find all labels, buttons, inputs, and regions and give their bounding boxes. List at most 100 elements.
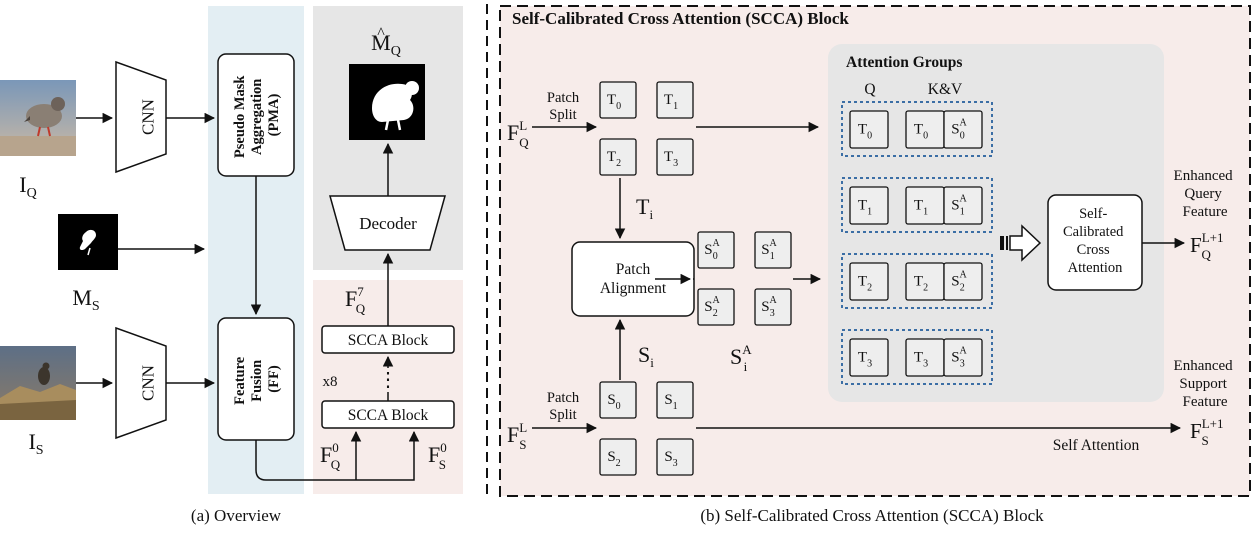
s-token-3: S3 bbox=[656, 438, 694, 476]
cnn-query bbox=[115, 60, 167, 174]
attention-group-3 bbox=[841, 329, 993, 385]
svg-text:T2: T2 bbox=[607, 149, 621, 169]
caption-b: (b) Self-Calibrated Cross Attention (SCC… bbox=[700, 506, 1044, 525]
group-0-key-token: T0 bbox=[905, 110, 945, 149]
svg-text:S2: S2 bbox=[607, 449, 620, 469]
self-attention-label: Self Attention bbox=[1053, 437, 1140, 454]
cnn-support bbox=[115, 326, 167, 440]
scca-arrows bbox=[532, 121, 1186, 434]
iq-label: IQ bbox=[19, 172, 36, 201]
scca-block-bottom-label: SCCA Block bbox=[348, 407, 429, 424]
svg-text:SA0: SA0 bbox=[951, 118, 967, 142]
t-token-3: T3 bbox=[656, 138, 694, 176]
svg-text:T3: T3 bbox=[664, 149, 678, 169]
si-label: Si bbox=[638, 342, 654, 370]
group-2-query-token: T2 bbox=[849, 262, 889, 301]
cnn-top-label: CNN bbox=[139, 99, 158, 135]
svg-text:^: ^ bbox=[377, 25, 385, 42]
s-token-2: S2 bbox=[599, 438, 637, 476]
cnn-bottom-label: CNN bbox=[139, 365, 158, 401]
scca-block-top-label: SCCA Block bbox=[348, 332, 429, 349]
svg-text:T0: T0 bbox=[858, 122, 872, 142]
t-token-2: T2 bbox=[599, 138, 637, 176]
svg-text:SA3: SA3 bbox=[951, 346, 967, 370]
ti-label: Ti bbox=[636, 194, 653, 222]
q-label: Q bbox=[864, 81, 875, 98]
self-calibrated-label: Self- Calibrated Cross Attention bbox=[1063, 206, 1127, 276]
t-token-0: T0 bbox=[599, 81, 637, 119]
svg-text:T1: T1 bbox=[858, 198, 872, 218]
svg-text:T1: T1 bbox=[914, 198, 928, 218]
attention-group-0 bbox=[841, 101, 993, 157]
group-2-key-token: T2 bbox=[905, 262, 945, 301]
svg-text:SA1: SA1 bbox=[761, 238, 777, 262]
enhanced-support-label: Enhanced Support Feature bbox=[1174, 358, 1237, 410]
svg-text:SA1: SA1 bbox=[951, 194, 967, 218]
group-1-key-token: T1 bbox=[905, 186, 945, 225]
svg-text:SA2: SA2 bbox=[951, 270, 967, 294]
predicted-mask-image bbox=[349, 64, 425, 140]
svg-text:T3: T3 bbox=[858, 350, 872, 370]
group-0-query-token: T0 bbox=[849, 110, 889, 149]
t-token-1: T1 bbox=[656, 81, 694, 119]
svg-text:SA3: SA3 bbox=[761, 295, 777, 319]
group-1-query-token: T1 bbox=[849, 186, 889, 225]
attention-group-1 bbox=[841, 177, 993, 233]
ms-label: MS bbox=[72, 285, 99, 314]
svg-text:SA0: SA0 bbox=[704, 238, 720, 262]
attention-group-2 bbox=[841, 253, 993, 309]
group-3-key-token: T3 bbox=[905, 338, 945, 377]
support-mask-image bbox=[58, 214, 118, 270]
s-token-0: S0 bbox=[599, 381, 637, 419]
pma-label: Pseudo Mask Aggregation (PMA) bbox=[232, 72, 282, 158]
s-token-1: S1 bbox=[656, 381, 694, 419]
decoder-box bbox=[329, 195, 446, 251]
svg-text:T2: T2 bbox=[858, 274, 872, 294]
repeat-label: x8 bbox=[323, 374, 338, 390]
svg-text:S0: S0 bbox=[607, 392, 620, 412]
group-3-query-token: T3 bbox=[849, 338, 889, 377]
svg-text:T0: T0 bbox=[914, 122, 928, 142]
decoder-label: Decoder bbox=[359, 214, 417, 233]
svg-text:T2: T2 bbox=[914, 274, 928, 294]
svg-text:SA2: SA2 bbox=[704, 295, 720, 319]
svg-text:S1: S1 bbox=[664, 392, 677, 412]
caption-a: (a) Overview bbox=[191, 506, 282, 525]
kv-label: K&V bbox=[928, 81, 963, 98]
attention-groups-label: Attention Groups bbox=[846, 54, 962, 71]
scca-title: Self-Calibrated Cross Attention (SCCA) B… bbox=[512, 9, 849, 28]
block-arrow bbox=[1000, 224, 1042, 262]
overview-arrows bbox=[76, 112, 420, 481]
mq-hat-label: MQ ^ bbox=[371, 25, 401, 59]
svg-text:S3: S3 bbox=[664, 449, 677, 469]
enhanced-query-label: Enhanced Query Feature bbox=[1174, 168, 1237, 220]
svg-text:T1: T1 bbox=[664, 92, 678, 112]
query-image bbox=[0, 80, 76, 156]
is-label: IS bbox=[28, 429, 43, 458]
vdots: ⋮ bbox=[378, 369, 398, 391]
svg-text:T0: T0 bbox=[607, 92, 621, 112]
ff-label: Feature Fusion (FF) bbox=[232, 353, 282, 405]
svg-text:T3: T3 bbox=[914, 350, 928, 370]
